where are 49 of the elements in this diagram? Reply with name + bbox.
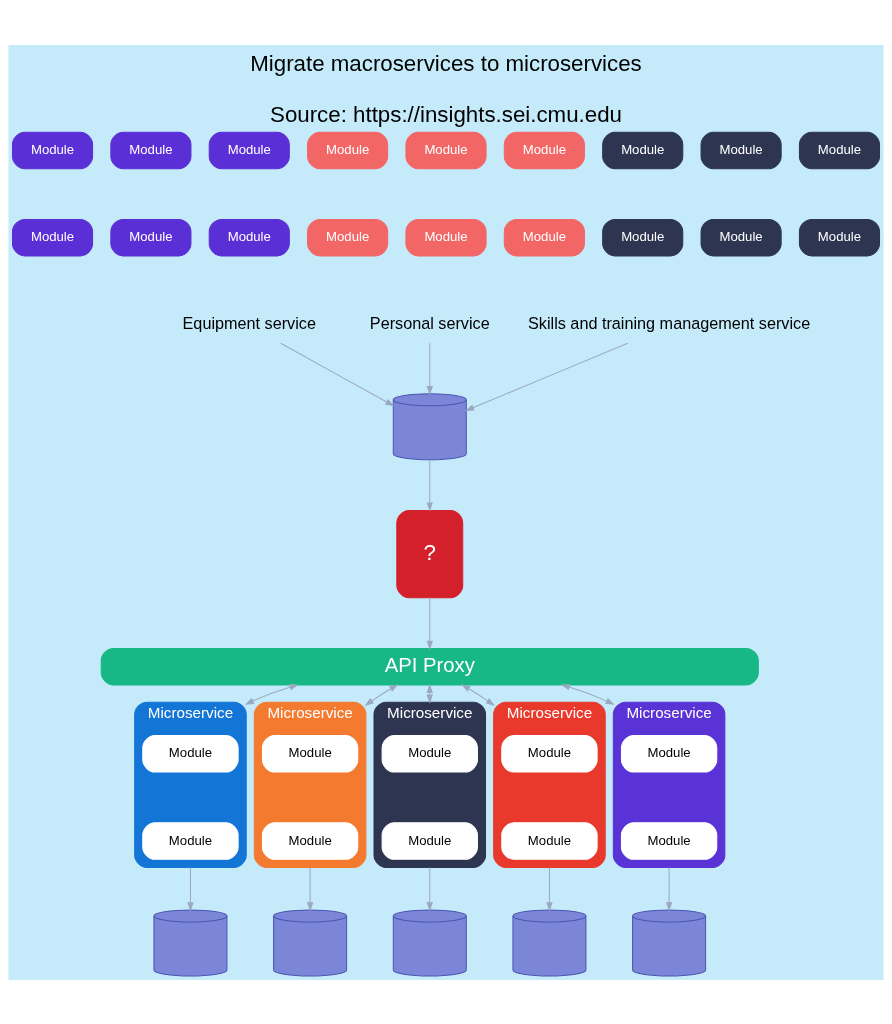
arrow <box>364 683 399 706</box>
node-box: Module <box>11 131 94 169</box>
node-box: Module <box>503 218 585 256</box>
node-box: Module <box>381 821 478 860</box>
node-box: Module <box>381 734 478 773</box>
arrow <box>426 459 433 512</box>
arrow <box>461 683 495 706</box>
arrow <box>426 596 433 650</box>
node-box: Module <box>307 218 389 256</box>
node-box: Module <box>503 131 585 169</box>
node-box: Module <box>620 734 718 773</box>
node-box: Module <box>142 734 239 773</box>
arrow <box>280 342 395 406</box>
node-box: Module <box>405 131 487 169</box>
node-box: API Proxy <box>100 647 759 685</box>
arrow <box>426 866 433 911</box>
node-box: Module <box>405 218 487 256</box>
arrow <box>464 342 629 411</box>
node-box: Module <box>261 821 359 860</box>
node-box: Module <box>142 821 239 860</box>
node-box: Module <box>798 131 881 169</box>
node-box: Module <box>208 131 290 169</box>
node-box: Module <box>501 734 598 773</box>
arrow <box>306 866 314 911</box>
node-box: Module <box>700 131 782 169</box>
node-box: Module <box>261 734 359 773</box>
node-box: Module <box>620 821 718 860</box>
arrow <box>426 342 433 395</box>
arrow <box>244 683 299 705</box>
arrow <box>187 866 194 911</box>
arrow <box>665 866 673 911</box>
node-box: ? <box>396 509 464 598</box>
node-text: Personal service <box>369 313 490 332</box>
node-box: Module <box>501 821 598 860</box>
node-box: Module <box>602 218 684 256</box>
arrow <box>546 866 553 911</box>
node-text: Skills and training management service <box>528 313 811 332</box>
node-box: Module <box>208 218 290 256</box>
node-box: Module <box>110 131 192 169</box>
diagram-title: Migrate macroservices to microservices <box>250 50 642 76</box>
node-box: Module <box>602 131 684 169</box>
arrow <box>560 683 615 705</box>
node-box: Module <box>110 218 192 256</box>
node-box: Module <box>700 218 782 256</box>
caption: Source: https://insights.sei.cmu.edu <box>270 101 622 127</box>
node-box: Module <box>11 218 94 256</box>
node-text: Equipment service <box>182 313 316 332</box>
node-box: Module <box>798 218 881 256</box>
node-box: Module <box>307 131 389 169</box>
